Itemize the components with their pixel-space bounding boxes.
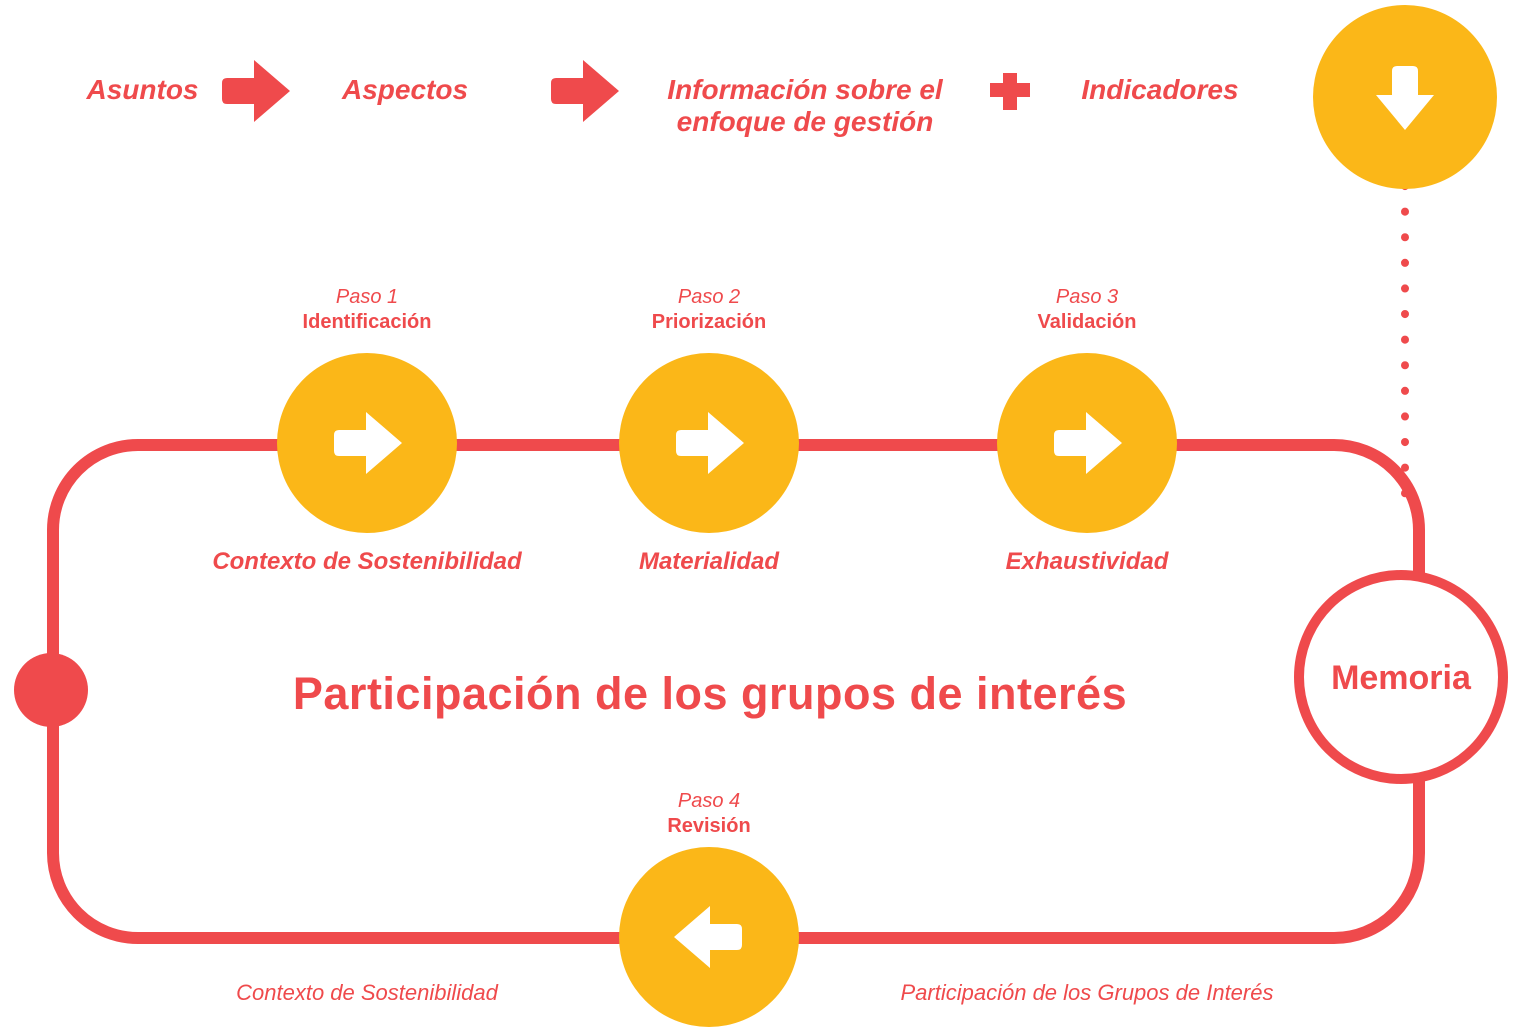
arrow-right-icon [222,60,290,122]
step-1-circle [277,353,457,533]
start-dot [14,653,88,727]
step-2-name: Priorización [651,311,767,333]
arrow-right-icon [334,412,402,474]
flow-item-asuntos: Asuntos [86,74,199,105]
step-4-number: Paso 4 [677,790,741,812]
arrow-right-icon [676,412,744,474]
arrow-down-icon [1376,66,1434,130]
flow-item-informacion-line1: Información sobre el [667,74,943,105]
step-2-principle: Materialidad [638,548,780,575]
memoria-label: Memoria [1331,659,1471,697]
step-1-name: Identificación [302,311,432,333]
step-3-circle [997,353,1177,533]
step-3-number: Paso 3 [1055,286,1119,308]
memoria-circle [1294,570,1508,784]
step-2-number: Paso 2 [677,286,741,308]
plus-icon [990,73,1030,110]
download-button[interactable] [1313,5,1497,189]
step-4-circle [619,847,799,1027]
arrow-right-icon [551,60,619,122]
arrow-left-icon [674,906,742,968]
step-1-principle: Contexto de Sostenibilidad [212,548,522,575]
step-4-name: Revisión [667,815,751,837]
step-2-circle [619,353,799,533]
flow-item-informacion-line2: enfoque de gestión [676,106,934,137]
bottom-note-left: Contexto de Sostenibilidad [236,980,498,1005]
step-3-name: Validación [1037,311,1137,333]
step-3-principle: Exhaustividad [1005,548,1169,575]
flow-item-informacion: Información sobre el enfoque de gestión [640,74,970,138]
step-1-number: Paso 1 [335,286,399,308]
bottom-note-right: Participación de los Grupos de Interés [900,980,1274,1005]
flow-item-indicadores: Indicadores [1081,74,1239,105]
center-title: Participación de los grupos de interés [292,668,1128,719]
flow-item-aspectos: Aspectos [341,74,469,105]
arrow-right-icon [1054,412,1122,474]
